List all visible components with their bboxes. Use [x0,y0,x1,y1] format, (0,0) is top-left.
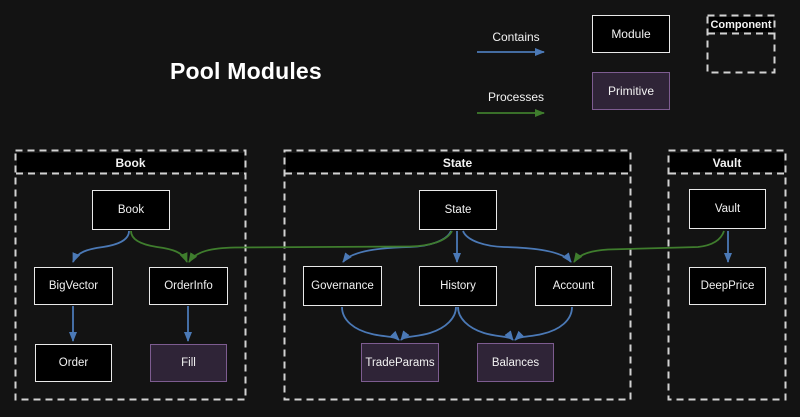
edge-book-bigvector [72,230,130,263]
edge-state-account [462,230,572,263]
node-orderinfo: OrderInfo [149,267,228,305]
container-state-border [283,149,632,401]
node-deepprice: DeepPrice [689,267,766,305]
node-governance: Governance [303,266,382,306]
container-book-title: Book [17,153,244,172]
node-state: State [419,190,497,230]
legend-contains-label: Contains [492,30,540,44]
node-fill: Fill [150,344,227,382]
node-history: History [419,266,497,306]
legend-component-label: Component [709,17,773,32]
node-book: Book [92,190,170,230]
legend-processes-label: Processes [487,90,545,104]
node-vault: Vault [689,189,766,229]
edge-state-orderinfo [188,230,453,263]
container-vault-border [667,149,787,401]
node-balances: Balances [477,343,554,382]
node-tradeparams: TradeParams [361,343,439,382]
page-title: Pool Modules [170,58,322,84]
edge-account-balances [514,306,573,341]
legend-primitive-label: Primitive [607,84,654,98]
legend-module-label: Module [611,27,651,41]
edge-book-orderinfo [130,230,188,263]
edge-vault-account [573,230,725,263]
node-order: Order [35,344,112,382]
edge-history-tradeparams [400,306,457,341]
legend-component-border [706,14,776,74]
legend-primitive-box: Primitive [592,72,670,110]
container-vault-title: Vault [670,153,784,172]
node-account: Account [535,266,612,306]
edge-governance-tradeparams [341,306,400,341]
node-bigvector: BigVector [34,267,113,305]
edge-history-balances [457,306,514,341]
legend-module-box: Module [592,15,670,53]
container-state-title: State [286,153,629,172]
container-book-border [14,149,247,401]
